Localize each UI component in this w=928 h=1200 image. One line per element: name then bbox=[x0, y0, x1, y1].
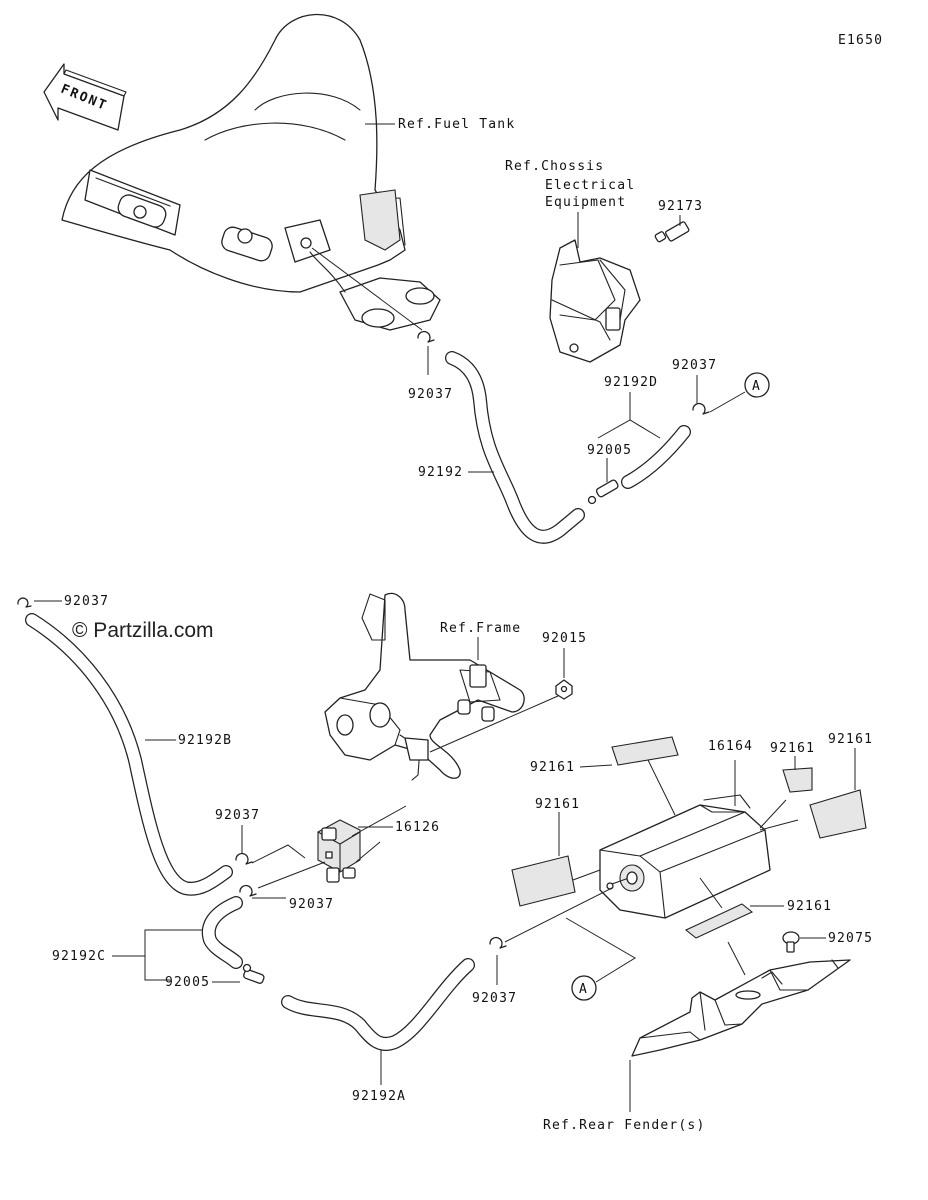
label-92005-top: 92005 bbox=[587, 443, 632, 458]
label-92192: 92192 bbox=[418, 465, 463, 480]
fuel-tank-drawing bbox=[61, 13, 441, 331]
callout-a-bottom bbox=[571, 975, 597, 1001]
diagram-code: E1650 bbox=[838, 33, 883, 48]
label-16164: 16164 bbox=[708, 739, 753, 754]
ref-chassis-line2: Electrical bbox=[545, 178, 635, 193]
label-92192C: 92192C bbox=[52, 949, 106, 964]
label-92075: 92075 bbox=[828, 931, 873, 946]
label-92192A: 92192A bbox=[352, 1089, 406, 1104]
ref-chassis-line3: Equipment bbox=[545, 195, 626, 210]
pad-92161-b bbox=[782, 767, 813, 793]
hose-92192C bbox=[201, 896, 243, 969]
callout-a-top-label: A bbox=[752, 379, 761, 394]
callout-a-top bbox=[744, 372, 770, 398]
hose-92192B bbox=[25, 613, 233, 896]
hose-92192 bbox=[445, 351, 585, 544]
ref-chassis-line1: Ref.Chossis bbox=[505, 159, 604, 174]
ref-rear-fender: Ref.Rear Fender(s) bbox=[543, 1118, 705, 1133]
pad-92161-e bbox=[684, 903, 754, 939]
watermark: © Partzilla.com bbox=[72, 619, 214, 642]
ref-frame: Ref.Frame bbox=[440, 621, 521, 636]
clamp-92037-canister bbox=[489, 936, 507, 949]
label-92015: 92015 bbox=[542, 631, 587, 646]
pad-92161-c bbox=[809, 789, 867, 839]
label-92161-d: 92161 bbox=[535, 797, 580, 812]
canister-16164 bbox=[599, 794, 771, 919]
label-92161-b: 92161 bbox=[770, 741, 815, 756]
label-92037-tank: 92037 bbox=[408, 387, 453, 402]
frame-drawing bbox=[324, 592, 525, 781]
clamp-92037-topright bbox=[692, 402, 710, 415]
hose-92192A bbox=[281, 958, 475, 1051]
label-92037-mid: 92037 bbox=[215, 808, 260, 823]
label-92161-e: 92161 bbox=[787, 899, 832, 914]
clamp-92037-topleft bbox=[17, 597, 32, 608]
clamp-92037-mid bbox=[235, 852, 253, 865]
label-92037-valve: 92037 bbox=[289, 897, 334, 912]
label-16126: 16126 bbox=[395, 820, 440, 835]
bolt-92173 bbox=[654, 221, 690, 243]
front-arrow: FRONT bbox=[43, 63, 127, 131]
hose-92192D bbox=[621, 425, 691, 489]
label-92037-topleft: 92037 bbox=[64, 594, 109, 609]
nut-92015 bbox=[555, 679, 573, 700]
label-92192B: 92192B bbox=[178, 733, 232, 748]
bolt-92075 bbox=[782, 931, 800, 953]
clamp-92037-tank bbox=[417, 330, 435, 343]
label-92192D: 92192D bbox=[604, 375, 658, 390]
fitting-92005-top bbox=[587, 479, 619, 505]
ref-fuel-tank: Ref.Fuel Tank bbox=[398, 117, 515, 132]
label-92173: 92173 bbox=[658, 199, 703, 214]
label-92005-bottom: 92005 bbox=[165, 975, 210, 990]
valve-16126 bbox=[317, 819, 361, 883]
clamp-92037-valve bbox=[239, 884, 257, 897]
label-92161-a: 92161 bbox=[530, 760, 575, 775]
label-92161-c: 92161 bbox=[828, 732, 873, 747]
pad-92161-d bbox=[511, 855, 576, 907]
callout-a-bottom-label: A bbox=[579, 982, 588, 997]
label-92037-topright: 92037 bbox=[672, 358, 717, 373]
label-92037-canister: 92037 bbox=[472, 991, 517, 1006]
pad-92161-a bbox=[611, 736, 679, 766]
rear-fender-bracket bbox=[631, 959, 851, 1057]
fitting-92005-bottom bbox=[242, 963, 265, 984]
chassis-electrical-bracket bbox=[549, 239, 641, 363]
